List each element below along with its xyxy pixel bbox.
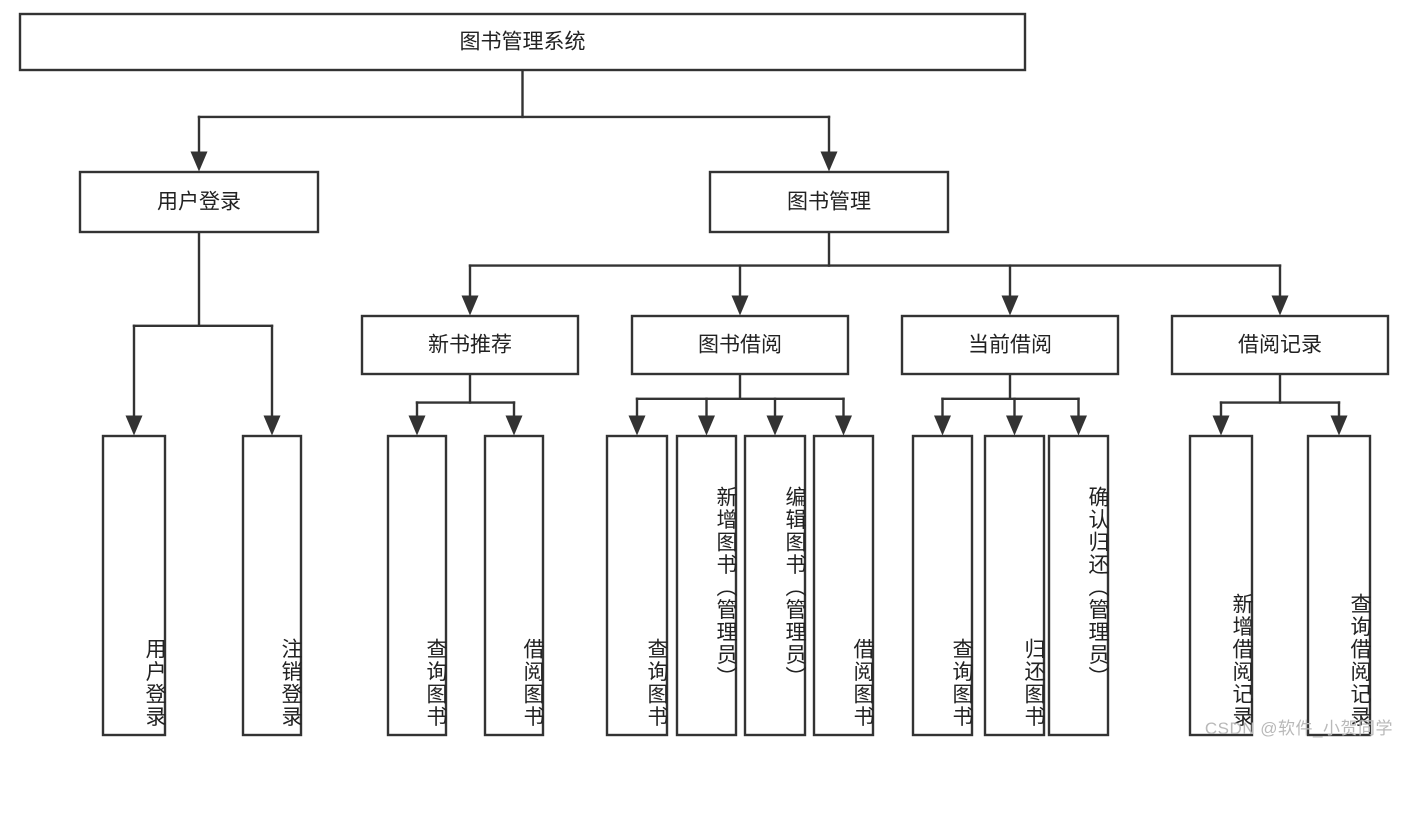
- node-leaf-user-login[interactable]: [101, 434, 167, 737]
- node-leaf-return-book[interactable]: [983, 434, 1046, 737]
- arrowhead-icon: [1001, 295, 1019, 316]
- node-leaf-borrow-book-rec[interactable]: [483, 434, 545, 737]
- node-box: [1047, 434, 1110, 737]
- connector-new-book-recommend-to-leaves: [408, 372, 523, 436]
- arrowhead-icon: [934, 415, 951, 436]
- arrowhead-icon: [731, 295, 749, 316]
- arrowhead-icon: [628, 415, 646, 436]
- node-box: [101, 434, 167, 737]
- node-current-borrow[interactable]: [900, 314, 1120, 376]
- arrowhead-icon: [1212, 415, 1230, 436]
- node-label: 用户登录: [157, 191, 241, 214]
- connector-book-borrow-to-leaves: [628, 372, 852, 436]
- node-root[interactable]: [18, 12, 1027, 72]
- node-box: [78, 170, 320, 234]
- arrowhead-icon: [835, 415, 852, 436]
- connector-borrow-records-to-leaves: [1212, 372, 1348, 436]
- node-box: [911, 434, 974, 737]
- node-box: [360, 314, 580, 376]
- connector-current-borrow-to-leaves: [934, 372, 1087, 436]
- node-leaf-query-borrow-record[interactable]: [1306, 434, 1372, 737]
- arrowhead-icon: [1006, 415, 1023, 436]
- node-box: [675, 434, 738, 737]
- node-leaf-confirm-return-admin[interactable]: [1047, 434, 1110, 737]
- arrowhead-icon: [1070, 415, 1087, 436]
- node-leaf-add-book-admin[interactable]: [675, 434, 738, 737]
- node-label: 借阅记录: [1238, 334, 1322, 357]
- arrowhead-icon: [1330, 415, 1348, 436]
- node-box: [1170, 314, 1390, 376]
- node-label: 图书管理: [787, 191, 871, 214]
- connector-root-to-level2: [190, 68, 838, 172]
- arrowhead-icon: [766, 415, 784, 436]
- node-box: [18, 12, 1027, 72]
- node-label: 图书管理系统: [460, 31, 586, 54]
- node-box: [386, 434, 448, 737]
- node-borrow-records[interactable]: [1170, 314, 1390, 376]
- connector-book-management-to-level3: [461, 230, 1289, 316]
- node-leaf-query-book-borrow[interactable]: [605, 434, 669, 737]
- node-box: [743, 434, 807, 737]
- node-book-management[interactable]: [708, 170, 950, 234]
- node-leaf-add-borrow-record[interactable]: [1188, 434, 1254, 737]
- node-box: [241, 434, 303, 737]
- node-box: [900, 314, 1120, 376]
- node-box: [812, 434, 875, 737]
- node-leaf-edit-book-admin[interactable]: [743, 434, 807, 737]
- node-user-login[interactable]: [78, 170, 320, 234]
- node-leaf-borrow-book[interactable]: [812, 434, 875, 737]
- node-box: [983, 434, 1046, 737]
- arrowhead-icon: [263, 415, 281, 436]
- node-leaf-query-book-current[interactable]: [911, 434, 974, 737]
- arrowhead-icon: [125, 415, 143, 436]
- node-box: [1306, 434, 1372, 737]
- node-box: [1188, 434, 1254, 737]
- node-new-book-recommend[interactable]: [360, 314, 580, 376]
- connector-layer: [125, 68, 1348, 436]
- arrowhead-icon: [461, 295, 479, 316]
- flowchart-diagram: 图书管理系统用户登录图书管理新书推荐图书借阅当前借阅借阅记录 用户登录注销登录查…: [18, 12, 1393, 738]
- arrowhead-icon: [408, 415, 426, 436]
- connector-user-login-to-leaves: [125, 230, 281, 436]
- node-leaf-logout[interactable]: [241, 434, 303, 737]
- node-label: 新书推荐: [428, 334, 512, 357]
- node-box: [630, 314, 850, 376]
- node-box: [483, 434, 545, 737]
- arrowhead-icon: [505, 415, 523, 436]
- arrowhead-icon: [190, 151, 208, 172]
- node-box: [605, 434, 669, 737]
- arrowhead-icon: [820, 151, 838, 172]
- node-book-borrow[interactable]: [630, 314, 850, 376]
- arrowhead-icon: [698, 415, 715, 436]
- arrowhead-icon: [1271, 295, 1289, 316]
- node-label: 图书借阅: [698, 334, 782, 357]
- node-box: [708, 170, 950, 234]
- node-leaf-query-book-rec[interactable]: [386, 434, 448, 737]
- node-label: 当前借阅: [968, 334, 1052, 357]
- watermark-text: CSDN @软件_小贺同学: [1204, 719, 1393, 738]
